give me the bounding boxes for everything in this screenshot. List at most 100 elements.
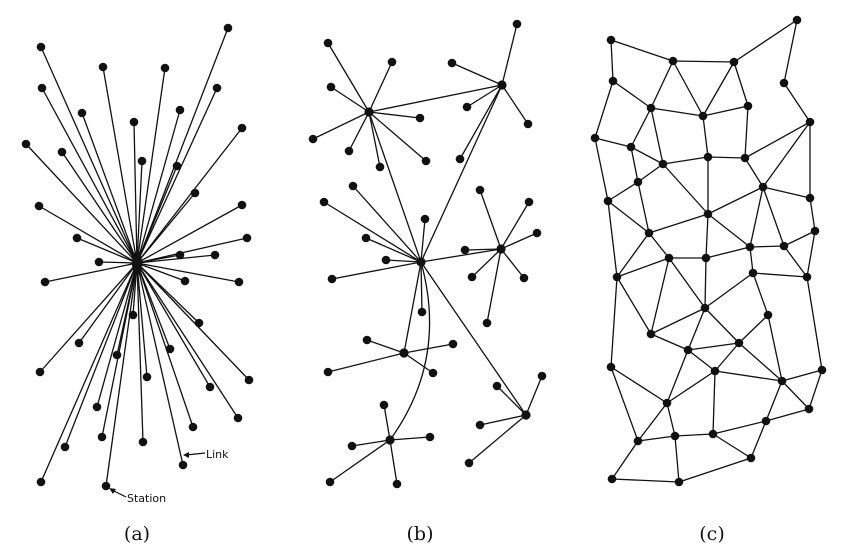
station-node <box>448 339 458 349</box>
station-node <box>399 348 409 358</box>
link-line <box>648 213 709 234</box>
link-line <box>81 112 138 264</box>
link-arrow <box>185 452 206 456</box>
link-line <box>368 111 421 119</box>
station-node <box>810 226 820 236</box>
link-line <box>136 262 186 282</box>
station-node <box>779 78 789 88</box>
link-line <box>136 254 216 264</box>
link-line <box>25 143 138 264</box>
link-line <box>662 156 709 165</box>
station-node <box>608 76 618 86</box>
link-line <box>479 414 527 426</box>
station-node <box>92 402 102 412</box>
link-line <box>749 246 754 274</box>
link-line <box>136 262 184 466</box>
station-node <box>205 382 215 392</box>
link-line <box>610 39 674 62</box>
station-node <box>805 193 815 203</box>
station-node <box>319 197 329 207</box>
link-line <box>662 163 709 215</box>
link-line <box>702 105 749 117</box>
station-node <box>674 477 684 487</box>
link-line <box>733 19 798 63</box>
link-line <box>687 349 716 372</box>
link-line <box>331 261 422 280</box>
link-line <box>327 42 370 113</box>
link-line <box>471 248 502 278</box>
station-node <box>758 182 768 192</box>
station-node <box>327 274 337 284</box>
link-line <box>704 307 740 344</box>
station-node <box>172 161 182 171</box>
link-line <box>136 165 178 264</box>
central-hub-node <box>132 251 142 275</box>
station-node <box>57 147 67 157</box>
panel-decentralized <box>308 19 547 489</box>
link-line <box>630 146 639 183</box>
link-line <box>368 111 427 162</box>
link-line <box>468 414 527 464</box>
link-line <box>133 121 138 264</box>
station-node <box>447 58 457 68</box>
station-node <box>325 477 335 487</box>
link-line <box>674 433 714 437</box>
link-line <box>704 272 754 309</box>
station-node <box>112 350 122 360</box>
link-line <box>806 276 823 371</box>
station-node <box>21 139 31 149</box>
station-node <box>180 276 190 286</box>
link-line <box>650 107 704 117</box>
link-line <box>500 201 530 250</box>
link-line <box>687 307 706 351</box>
link-line <box>808 369 823 410</box>
station-node <box>710 366 720 376</box>
station-node <box>212 83 222 93</box>
station-node <box>244 375 254 385</box>
station-node <box>175 250 185 260</box>
link-line <box>136 262 250 381</box>
link-line <box>650 60 674 109</box>
station-node <box>698 111 708 121</box>
station-node <box>381 255 391 265</box>
station-node <box>72 233 82 243</box>
link-line <box>738 314 769 344</box>
link-line <box>348 111 370 152</box>
link-line <box>630 107 652 148</box>
link-line <box>630 146 664 165</box>
link-line <box>41 87 138 264</box>
link-label: Link <box>206 448 229 461</box>
link-line <box>136 262 239 419</box>
link-line <box>714 370 783 382</box>
link-line <box>420 248 502 263</box>
link-line <box>40 46 138 264</box>
station-node <box>646 103 656 113</box>
link-line <box>707 213 751 248</box>
station-node <box>792 15 802 25</box>
station-node <box>210 250 220 260</box>
link-line <box>702 61 735 117</box>
link-line <box>607 200 650 234</box>
link-line <box>616 232 650 278</box>
link-line <box>136 262 148 378</box>
link-line <box>752 272 808 278</box>
link-line <box>403 261 422 354</box>
panel-distributed <box>590 15 827 487</box>
link-line <box>501 23 518 86</box>
link-line <box>674 435 680 483</box>
station-node <box>748 268 758 278</box>
link-line <box>765 408 810 422</box>
station-node <box>683 345 693 355</box>
link-line <box>500 232 538 250</box>
link-line <box>648 232 670 259</box>
station-node <box>607 474 617 484</box>
station-node <box>524 197 534 207</box>
station-node <box>497 80 507 90</box>
link-line <box>594 137 632 148</box>
link-line <box>712 433 752 459</box>
link-line <box>704 257 707 309</box>
link-line <box>40 262 138 483</box>
link-line <box>712 420 767 435</box>
link-line <box>525 375 543 416</box>
link-line <box>637 435 676 442</box>
